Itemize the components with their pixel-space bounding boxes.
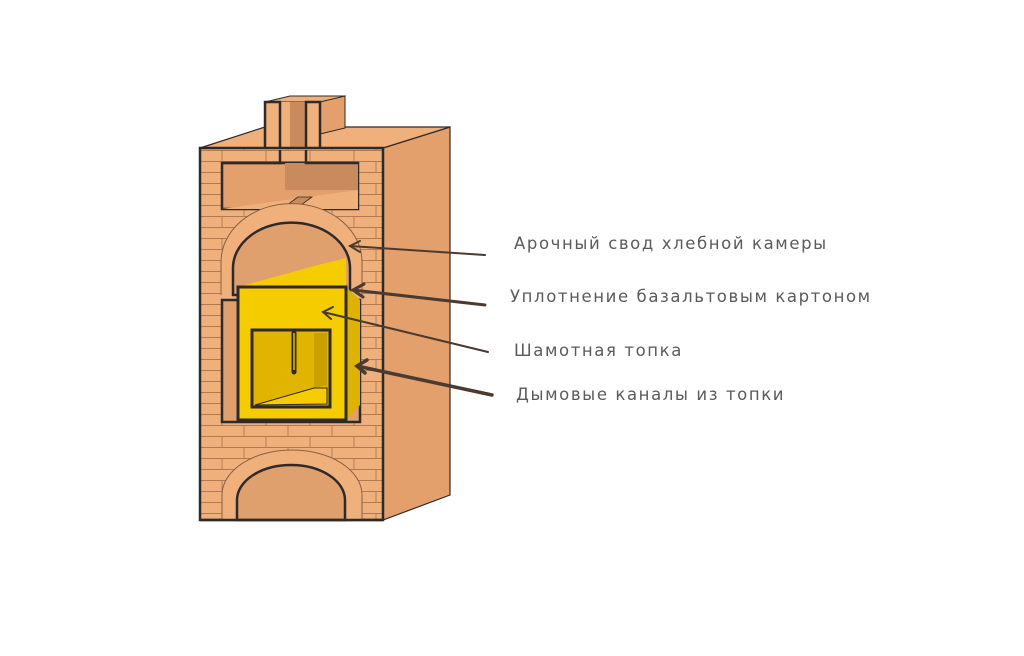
bottom-arch-opening [235,463,347,522]
firebox [236,258,360,422]
chimney [263,95,347,157]
label-arch-vault: Арочный свод хлебной камеры [514,234,828,253]
upper-smoke-chamber [220,150,360,211]
arrow-chamotte-firebox [321,306,489,353]
arrow-arch-vault [347,240,486,256]
label-smoke-channels: Дымовые каналы из топки [516,385,786,404]
arrow-basalt-seal [350,282,487,307]
label-basalt-seal: Уплотнение базальтовым картоном [510,287,872,306]
arrow-smoke-channels [354,358,494,397]
label-chamotte-firebox: Шамотная топка [514,341,683,360]
oven-side-face [382,126,451,521]
